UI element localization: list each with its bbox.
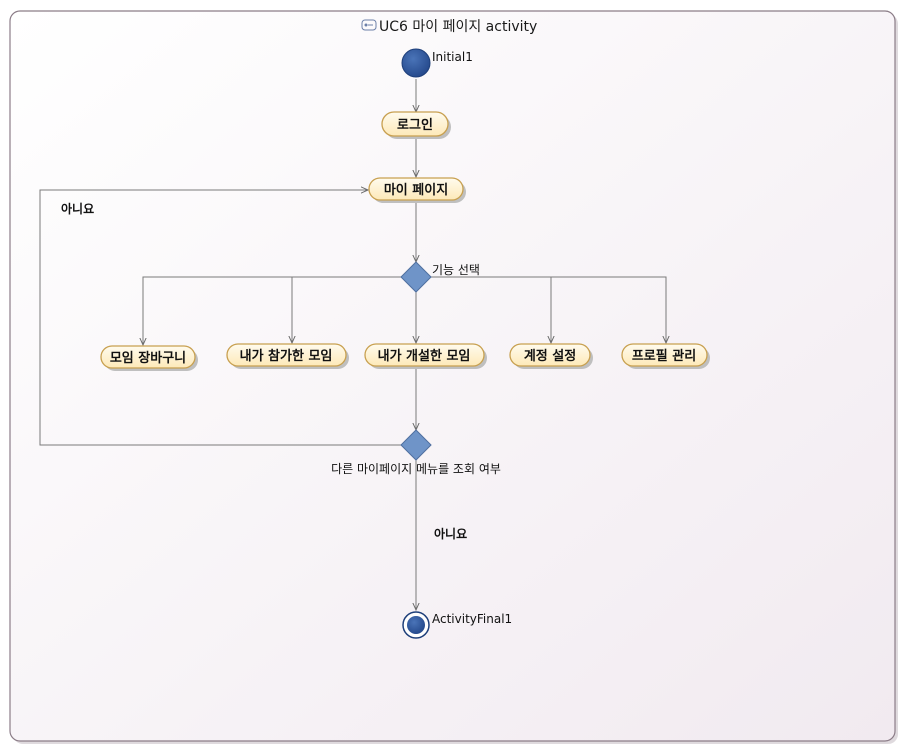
- initial-node: Initial1: [401, 48, 473, 78]
- guard-to-final: 아니요: [434, 526, 467, 541]
- action-joined[interactable]: 내가 참가한 모임: [226, 343, 349, 369]
- guard-loop-back: 아니요: [61, 201, 94, 216]
- action-opened-label: 내가 개설한 모임: [378, 348, 471, 364]
- decision-other: 다른 마이페이지 메뉴를 조회 여부: [331, 429, 501, 476]
- action-mypage-label: 마이 페이지: [384, 182, 448, 198]
- diagram-title: UC6 마이 페이지 activity: [361, 19, 537, 35]
- action-profile-label: 프로필 관리: [632, 348, 696, 364]
- edge-other-loop-back: [39, 190, 401, 446]
- action-login[interactable]: 로그인: [381, 111, 451, 139]
- activity-diagram-icon: [361, 19, 377, 31]
- action-account[interactable]: 계정 설정: [509, 343, 593, 369]
- diagram-title-text: UC6 마이 페이지 activity: [379, 19, 537, 35]
- decision-other-label: 다른 마이페이지 메뉴를 조회 여부: [331, 462, 501, 476]
- action-account-label: 계정 설정: [524, 348, 576, 364]
- edge-select-to-joined: [292, 276, 401, 343]
- action-mypage[interactable]: 마이 페이지: [368, 177, 466, 203]
- decision-select: 기능 선택: [400, 261, 480, 293]
- action-cart-label: 모임 장바구니: [110, 350, 186, 366]
- action-joined-label: 내가 참가한 모임: [240, 348, 333, 364]
- diagram-frame: [9, 10, 898, 744]
- edge-select-to-profile: [431, 276, 666, 343]
- action-login-label: 로그인: [397, 117, 433, 133]
- edges: [39, 79, 666, 610]
- final-node-label: ActivityFinal1: [432, 612, 512, 626]
- initial-node-label: Initial1: [432, 50, 473, 64]
- final-node: ActivityFinal1: [402, 611, 512, 639]
- action-opened[interactable]: 내가 개설한 모임: [364, 343, 487, 369]
- action-cart[interactable]: 모임 장바구니: [100, 345, 198, 371]
- decision-select-label: 기능 선택: [432, 263, 480, 277]
- action-profile[interactable]: 프로필 관리: [621, 343, 710, 369]
